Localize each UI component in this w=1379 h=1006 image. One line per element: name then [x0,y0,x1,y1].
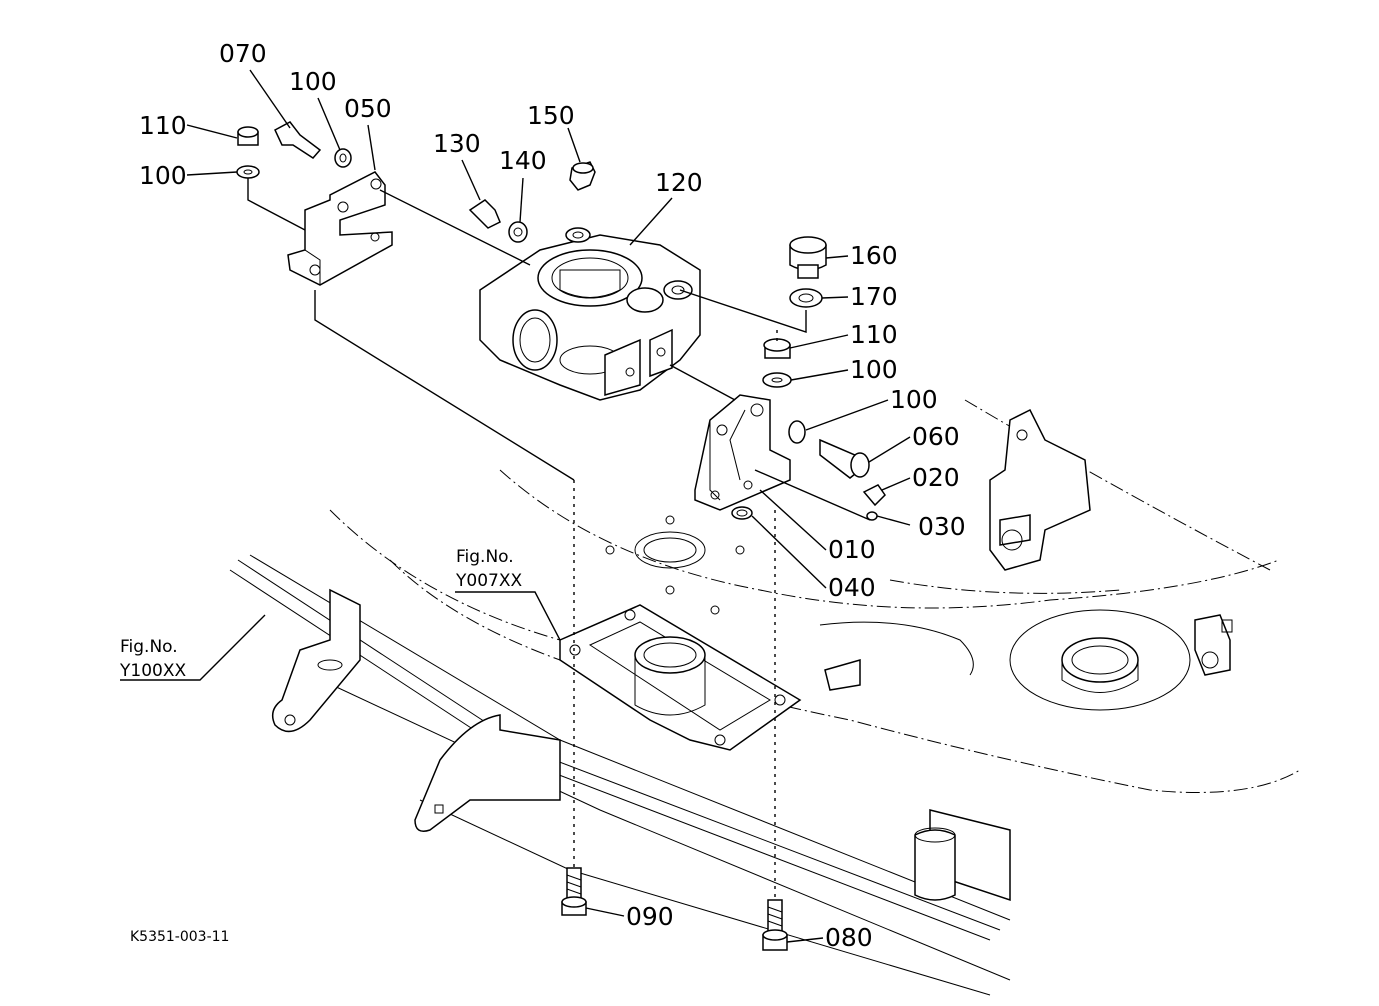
hardware-left [236,121,352,179]
hardware-top [468,161,596,243]
bolt-080 [762,899,788,951]
part-label: 100 [850,355,898,384]
part-label: 100 [289,67,337,96]
bracket-010 [694,394,791,520]
right-side-bracket [989,408,1091,571]
figure-ref-number: Y100XX [119,661,186,681]
figure-ref-number: Y007XX [455,571,522,591]
gearbox-housing-120 [479,227,701,401]
part-label: 030 [918,512,966,541]
part-label: 090 [626,902,674,931]
part-label: 060 [912,422,960,451]
right-spindle [819,609,1233,711]
figure-references: Fig.No. Y007XX Fig.No. Y100XX [119,547,522,681]
figure-ref-label: Fig.No. [456,547,514,567]
part-label: 020 [912,463,960,492]
figure-ref-label: Fig.No. [120,637,178,657]
part-label: 070 [219,39,267,68]
part-label: 100 [890,385,938,414]
leader-lines [120,69,911,943]
part-label: 010 [828,535,876,564]
part-label: 050 [344,94,392,123]
part-label: 130 [433,129,481,158]
part-label: 110 [139,111,187,140]
part-labels: 070 100 050 110 100 150 130 140 120 160 … [139,39,966,952]
part-label: 170 [850,282,898,311]
mounting-plate [559,515,861,751]
frame-rails [229,554,1011,996]
part-label: 110 [850,320,898,349]
part-label: 080 [825,923,873,952]
hardware-right [762,236,886,521]
diagram-code: K5351-003-11 [130,929,229,945]
part-label: 150 [527,101,575,130]
part-label: 160 [850,241,898,270]
assembly-lines [247,178,871,900]
part-label: 140 [499,146,547,175]
bracket-050 [287,171,393,286]
part-label: 040 [828,573,876,602]
part-label: 120 [655,168,703,197]
part-label: 100 [139,161,187,190]
bolt-090 [561,867,587,916]
